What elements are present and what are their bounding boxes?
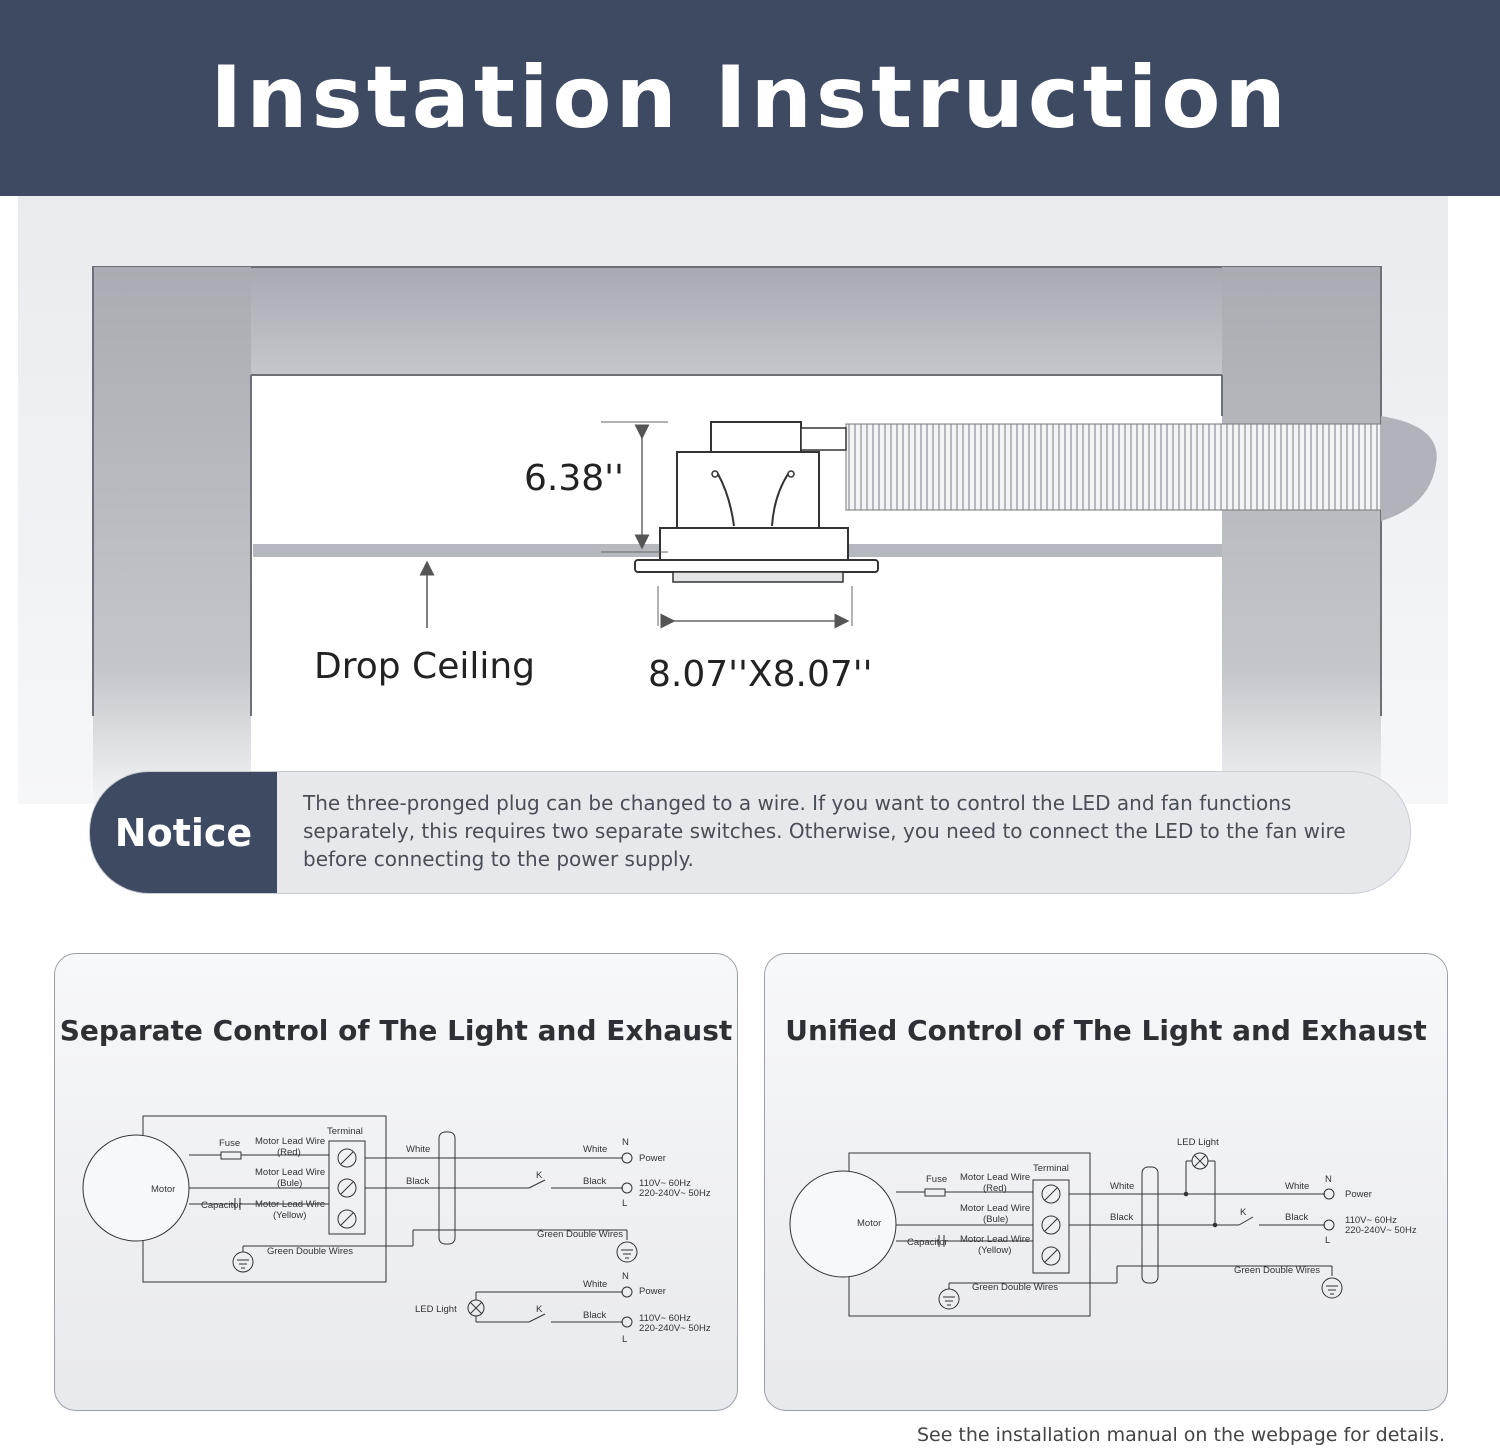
voltage-label-2: 220-240V~ 50Hz [639,1188,711,1199]
yellow-wire-label: Motor Lead Wire [255,1199,325,1210]
unified-control-wiring-diagram: Motor Fuse Capacitor Terminal Motor Lead… [789,1137,1417,1317]
led-live-label: L [622,1334,627,1345]
separate-control-title: Separate Control of The Light and Exhaus… [59,1014,733,1047]
white-wire-label: White [406,1144,430,1155]
white-wire-label-unified-right: White [1285,1181,1309,1192]
blue-wire-color-unified: (Bule) [983,1214,1008,1225]
yellow-wire-color-unified: (Yellow) [978,1245,1011,1256]
capacitor-label-unified: Capacitor [907,1237,948,1248]
black-wire-label-unified: Black [1110,1212,1133,1223]
green-wires-label-unified-right: Green Double Wires [1234,1265,1320,1276]
page-title: Instation Instruction [210,48,1290,148]
footer-note: See the installation manual on the webpa… [916,1424,1445,1446]
black-wire-label-right: Black [583,1176,606,1187]
separate-control-panel: Separate Control of The Light and Exhaus… [54,953,738,1411]
red-wire-color-unified: (Red) [983,1183,1007,1194]
unified-control-title: Unified Control of The Light and Exhaust [785,1014,1427,1047]
fuse-label-unified: Fuse [926,1174,947,1185]
motor-label-unified: Motor [857,1218,881,1229]
led-neutral-label: N [622,1271,629,1282]
yellow-wire-label-unified: Motor Lead Wire [960,1234,1030,1245]
notice-text: The three-pronged plug can be changed to… [303,791,1346,871]
terminal-label: Terminal [327,1126,363,1137]
white-wire-label-right: White [583,1144,607,1155]
size-dimension-label: 8.07''X8.07'' [648,654,873,695]
separate-control-wiring-diagram: Motor Fuse Capacitor Terminal Motor Lead… [82,1115,711,1345]
terminal-label-unified: Terminal [1033,1163,1069,1174]
black-wire-label: Black [406,1176,429,1187]
yellow-wire-color: (Yellow) [273,1210,306,1221]
neutral-label-unified: N [1325,1174,1332,1185]
green-wires-label-right: Green Double Wires [537,1229,623,1240]
notice-box: Notice The three-pronged plug can be cha… [89,771,1411,894]
led-light-label: LED Light [415,1304,457,1315]
red-wire-label: Motor Lead Wire [255,1136,325,1147]
voltage-label-1: 110V~ 60Hz [639,1178,691,1189]
live-label-unified: L [1325,1235,1330,1246]
green-wires-label-unified: Green Double Wires [972,1282,1058,1293]
red-wire-color: (Red) [277,1147,301,1158]
black-wire-label-unified-right: Black [1285,1212,1308,1223]
unified-control-panel: Unified Control of The Light and Exhaust [764,953,1448,1411]
ceiling-illustration [92,266,1437,804]
led-switch-label: K [536,1304,543,1315]
notice-label: Notice [90,772,277,893]
led-light-label-unified: LED Light [1177,1137,1219,1148]
blue-wire-label: Motor Lead Wire [255,1167,325,1178]
led-voltage-label-1: 110V~ 60Hz [639,1313,691,1324]
neutral-label: N [622,1137,629,1148]
live-label: L [622,1198,627,1209]
led-power-label: Power [639,1286,666,1297]
led-black-label: Black [583,1310,606,1321]
switch-label-unified: K [1240,1207,1247,1218]
drop-ceiling-label: Drop Ceiling [314,646,536,687]
fuse-label: Fuse [219,1138,240,1149]
led-voltage-label-2: 220-240V~ 50Hz [639,1323,711,1334]
voltage-label-2-unified: 220-240V~ 50Hz [1345,1225,1417,1236]
blue-wire-label-unified: Motor Lead Wire [960,1203,1030,1214]
height-dimension-label: 6.38'' [524,458,624,499]
power-label-unified: Power [1345,1189,1372,1200]
capacitor-label: Capacitor [201,1200,242,1211]
blue-wire-color: (Bule) [277,1178,302,1189]
title-banner: Instation Instruction [0,0,1500,196]
switch-label: K [536,1170,543,1181]
red-wire-label-unified: Motor Lead Wire [960,1172,1030,1183]
installation-scene: 6.38'' Drop Ceiling 8.07''X8.07'' [18,196,1448,804]
led-white-label: White [583,1279,607,1290]
motor-label: Motor [151,1184,175,1195]
green-wires-label: Green Double Wires [267,1246,353,1257]
power-label: Power [639,1153,666,1164]
voltage-label-1-unified: 110V~ 60Hz [1345,1215,1397,1226]
white-wire-label-unified: White [1110,1181,1134,1192]
